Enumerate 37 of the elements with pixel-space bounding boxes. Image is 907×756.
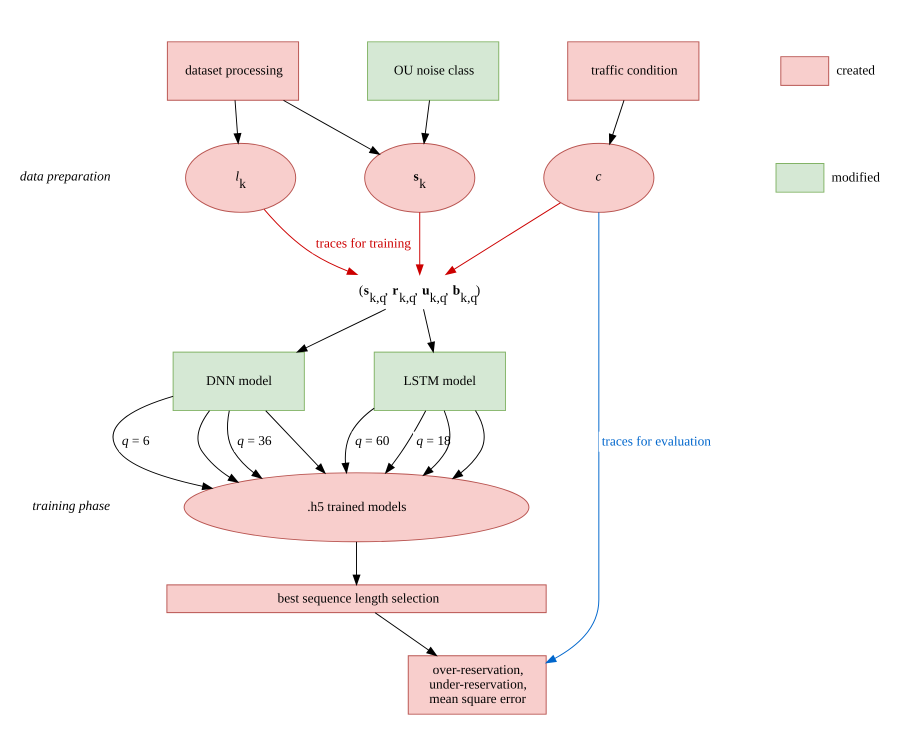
arrow [233, 100, 242, 145]
node-box: DNN model [172, 352, 305, 412]
arrow [198, 410, 240, 483]
arrow [341, 408, 375, 474]
arrow [422, 410, 450, 476]
arrow [265, 410, 326, 474]
node-box: dataset processing [166, 41, 300, 101]
legend-label: created [836, 62, 876, 78]
arrow [352, 541, 361, 586]
arrow [264, 208, 358, 276]
arrow [112, 396, 214, 490]
edge-label: traces for training [316, 235, 412, 250]
node-box: traffic condition [567, 41, 700, 101]
node-box: OU noise class [367, 41, 500, 101]
arrow [544, 212, 600, 664]
arrow [227, 410, 263, 480]
label: data preparation [20, 168, 111, 184]
arrow [283, 100, 381, 155]
arrow [608, 100, 624, 146]
arrow [423, 308, 435, 354]
node-box: best sequence length selection [166, 584, 547, 614]
arrow [444, 202, 561, 276]
node-ellipse: c [543, 142, 654, 213]
edge-label: q = 60 [355, 432, 390, 448]
edge-label: q = 36 [237, 432, 272, 448]
node-box: LSTM model [374, 352, 506, 412]
edge-label: q = 6 [122, 432, 150, 448]
arrow [374, 612, 438, 656]
arrow [416, 212, 424, 276]
legend-label: modified [832, 169, 880, 184]
arrow [452, 410, 485, 480]
edge-label: traces for evaluation [602, 434, 712, 449]
node-box: over-reservation, under-reservation, mean square error [408, 655, 547, 715]
arrow [421, 100, 430, 145]
arrow [384, 410, 426, 474]
label: training phase [32, 498, 110, 513]
arrow [296, 308, 386, 353]
